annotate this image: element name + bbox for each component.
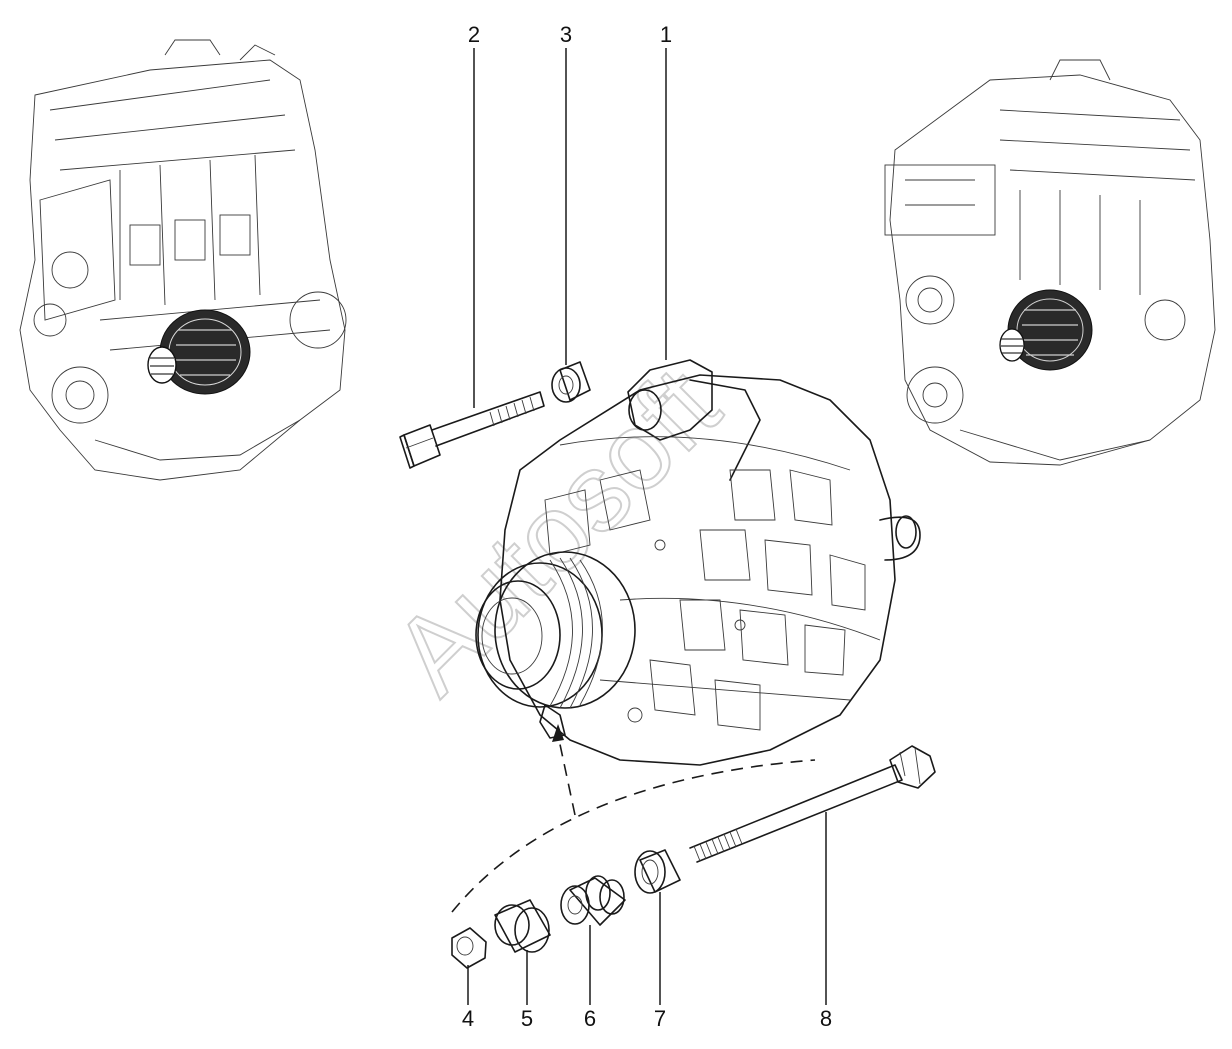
bushing xyxy=(560,875,626,926)
bolt-short xyxy=(399,391,545,469)
arrowhead xyxy=(552,724,564,742)
callout-4: 4 xyxy=(462,1006,474,1031)
engine-left-illustration xyxy=(19,39,347,481)
spacer-top xyxy=(551,361,591,403)
callout-6: 6 xyxy=(584,1006,596,1031)
watermark-text: Autosoft xyxy=(370,345,742,717)
spacer-ring xyxy=(634,849,681,894)
callout-1: 1 xyxy=(660,22,672,47)
callout-5: 5 xyxy=(521,1006,533,1031)
assembly-path-dashed xyxy=(451,759,816,913)
callout-7: 7 xyxy=(654,1006,666,1031)
bolt-long xyxy=(689,745,936,863)
nut xyxy=(451,927,487,969)
sleeve xyxy=(494,899,551,953)
callout-2: 2 xyxy=(468,22,480,47)
assembly-arrow-dashed xyxy=(557,734,576,816)
callout-8: 8 xyxy=(820,1006,832,1031)
callout-3: 3 xyxy=(560,22,572,47)
alternator-assembly xyxy=(475,359,921,766)
engine-right-illustration xyxy=(884,59,1216,466)
